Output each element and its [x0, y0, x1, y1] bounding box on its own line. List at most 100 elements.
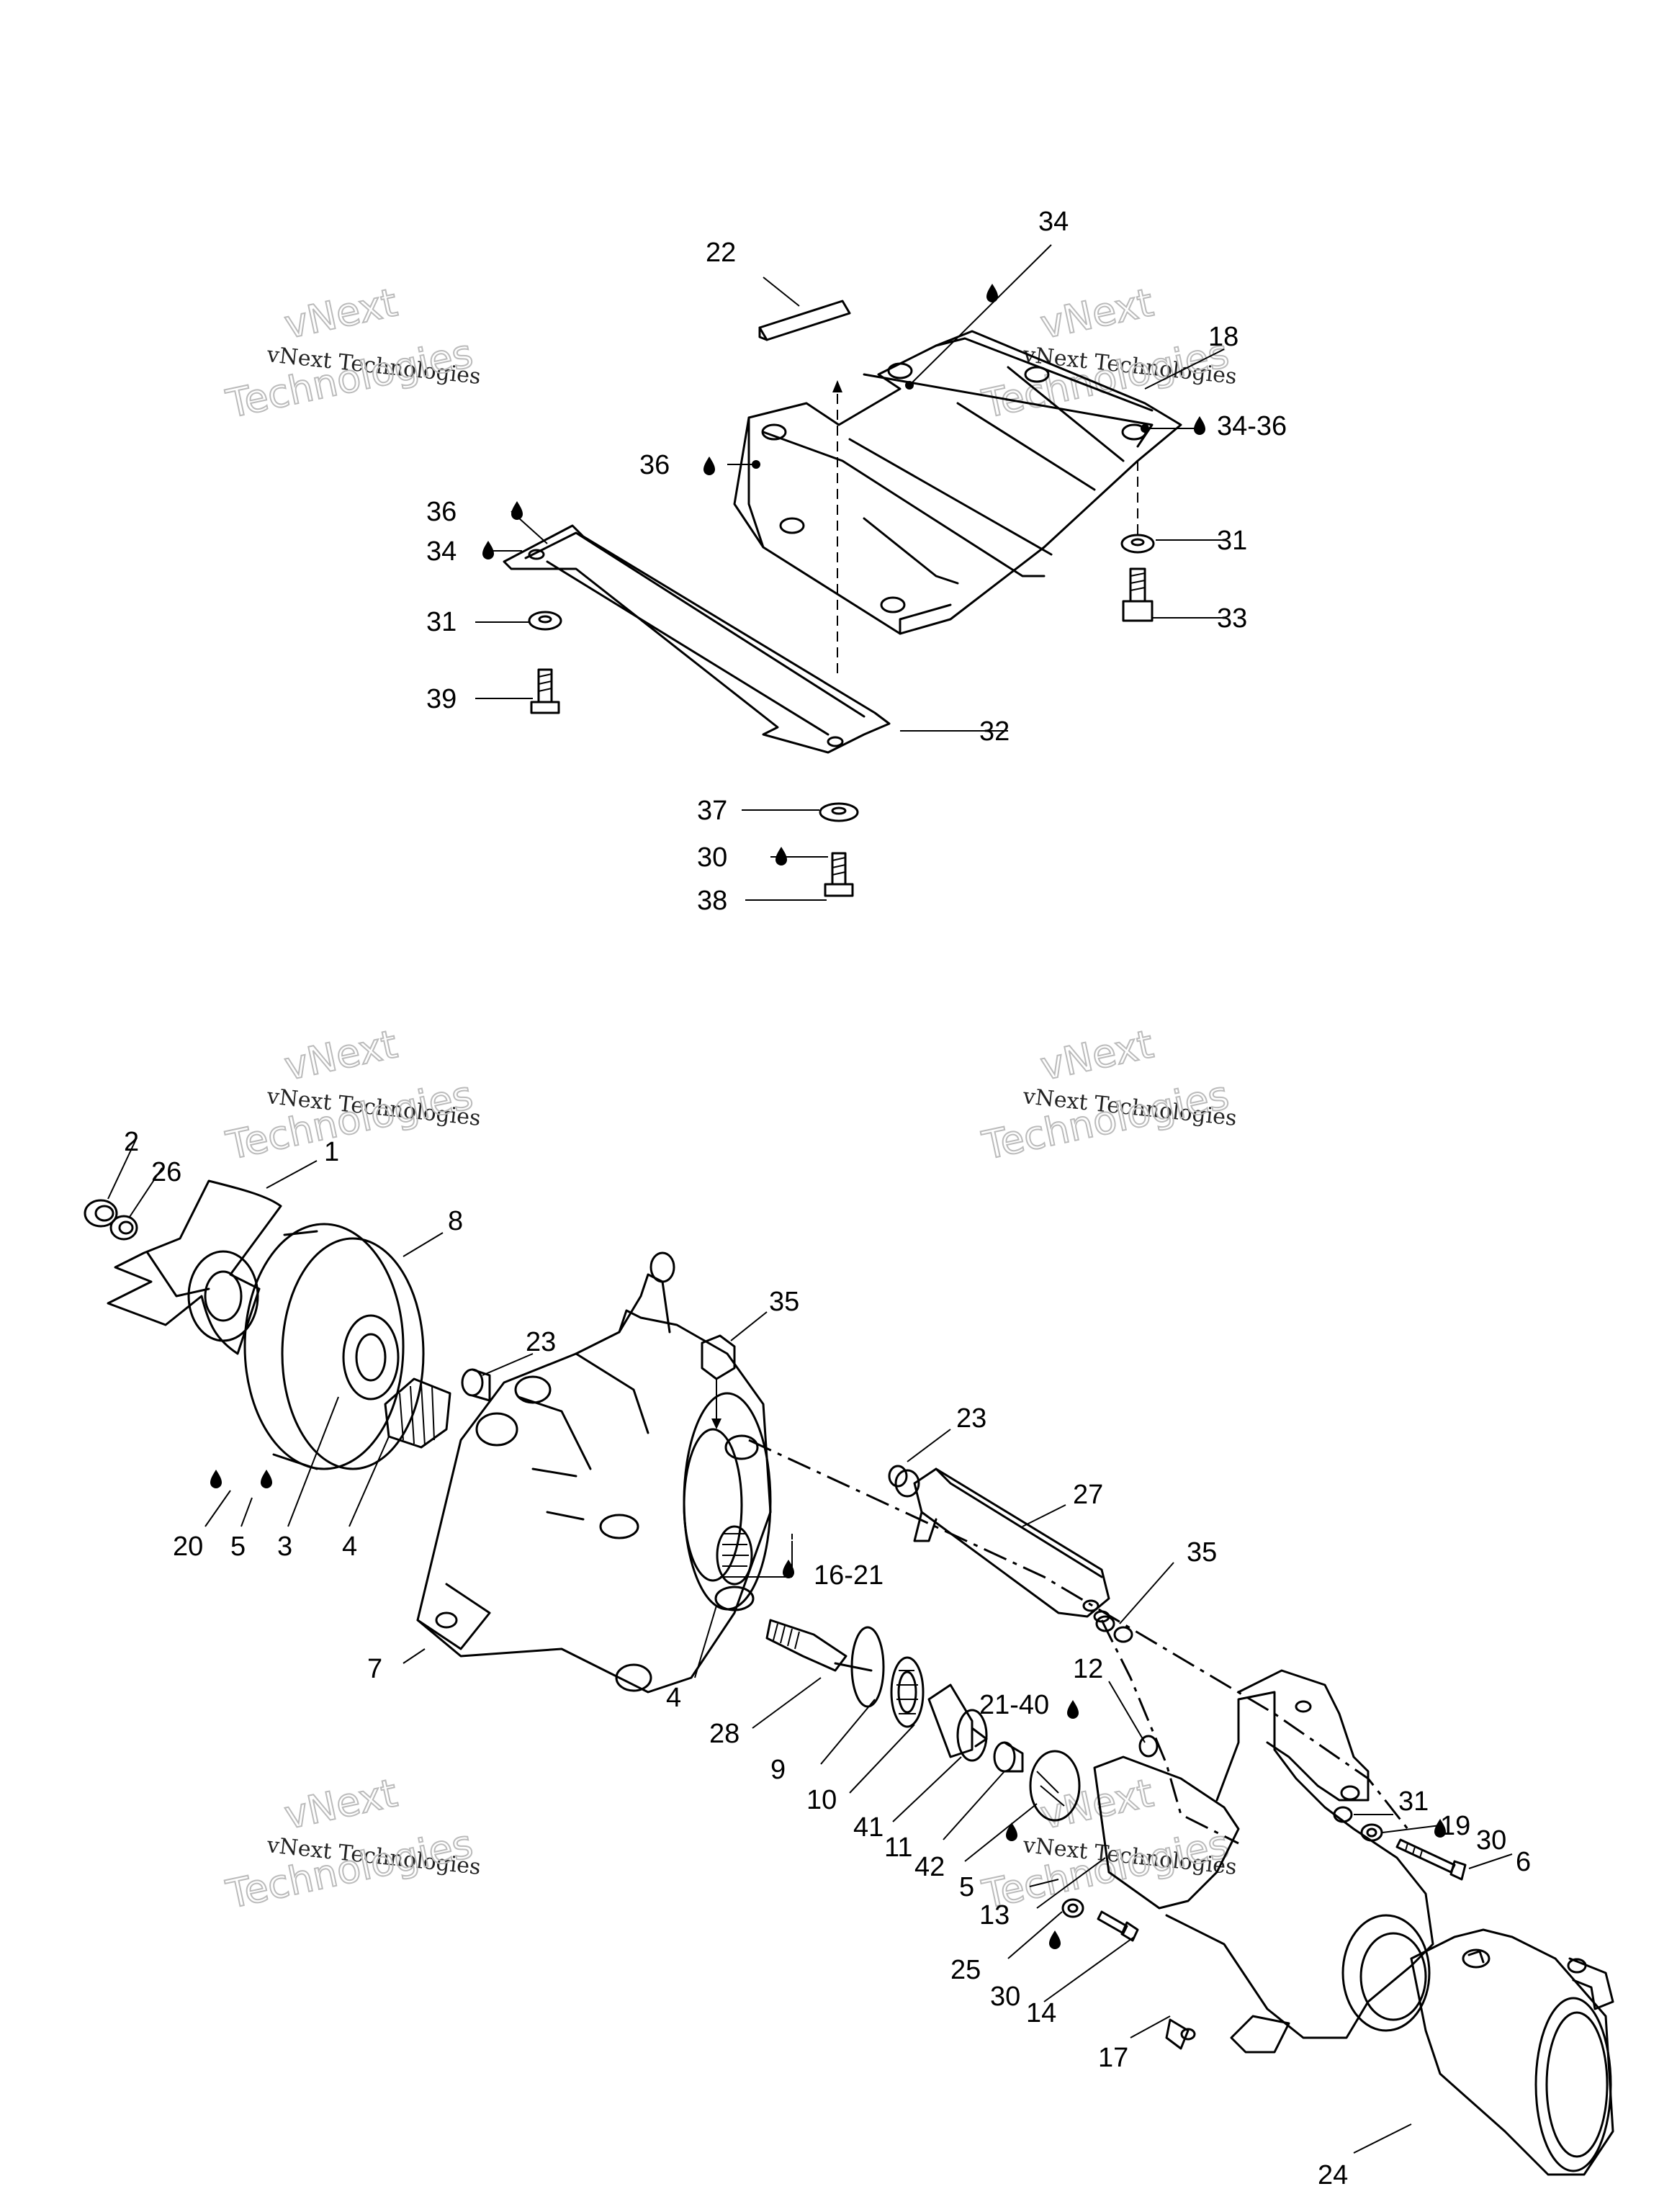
- label-27: 27: [1073, 1480, 1103, 1510]
- label-6: 6: [1516, 1847, 1531, 1877]
- part-22-block: [758, 300, 851, 341]
- bottom-assembly: [84, 1137, 1614, 2176]
- label-31: 31: [1217, 526, 1247, 556]
- part-35-o-rings: [1095, 1615, 1133, 1643]
- label-8: 8: [448, 1206, 463, 1236]
- part-4-bearing-left: [384, 1377, 451, 1449]
- part-11-nut: [993, 1741, 1024, 1773]
- top-leaders: [475, 244, 1225, 901]
- part-10-seal: [890, 1656, 925, 1728]
- label-34: 34: [1038, 207, 1069, 237]
- label-30: 30: [697, 842, 727, 873]
- label-3: 3: [277, 1532, 292, 1562]
- part-2-nut: [84, 1199, 118, 1228]
- part-37-washer: [819, 802, 859, 822]
- label-23b: 23: [956, 1403, 986, 1434]
- watermark-2: vNext vNext Technologies Technologies: [978, 279, 1238, 428]
- watermark-5: vNext vNext Technologies Technologies: [222, 1769, 482, 1918]
- part-4-bearing-center: [716, 1525, 753, 1586]
- part-27-cover: [913, 1467, 1110, 1623]
- part-26-washer: [109, 1215, 138, 1241]
- label-30b: 30: [1476, 1825, 1506, 1856]
- part-31-washer-bottom: [1333, 1806, 1353, 1823]
- top-assembly: [475, 244, 1225, 901]
- part-8-wear-ring: [243, 1223, 425, 1470]
- part-17-bracket: [1237, 1669, 1370, 1802]
- label-5: 5: [230, 1532, 246, 1562]
- label-35b: 35: [1187, 1537, 1217, 1568]
- part-41-cone: [927, 1683, 988, 1762]
- part-23-plug-right: [888, 1465, 920, 1498]
- label-2: 2: [124, 1127, 139, 1157]
- label-4: 4: [342, 1532, 357, 1562]
- part-35-fitting: [701, 1334, 736, 1429]
- part-38-screw: [824, 852, 854, 897]
- watermark-6: vNext vNext Technologies Technologies: [978, 1769, 1238, 1918]
- label-28: 28: [709, 1719, 739, 1749]
- label-34-36: 34-36: [1217, 411, 1287, 441]
- part-31-washer-right: [1120, 534, 1155, 554]
- part-24-nozzle: [1410, 1928, 1614, 2176]
- label-41: 41: [853, 1812, 884, 1843]
- label-39: 39: [426, 684, 457, 714]
- label-36b: 36: [426, 497, 457, 527]
- watermark-3: vNext vNext Technologies Technologies: [222, 1020, 482, 1169]
- label-22: 22: [706, 238, 736, 268]
- part-1-impeller: [107, 1179, 282, 1355]
- label-11: 11: [884, 1833, 912, 1863]
- part-23-plug-left: [461, 1368, 491, 1402]
- part-33-bolt: [1122, 567, 1154, 622]
- label-10: 10: [806, 1785, 837, 1815]
- part-28-shaft: [765, 1619, 848, 1672]
- part-39-screw: [530, 668, 560, 714]
- svg-text:Technologies: Technologies: [979, 331, 1233, 427]
- label-13: 13: [979, 1900, 1010, 1930]
- watermark-4: vNext vNext Technologies Technologies: [978, 1020, 1238, 1169]
- label-31b: 31: [426, 607, 457, 637]
- label-7: 7: [367, 1654, 382, 1684]
- label-14: 14: [1026, 1998, 1056, 2028]
- label-17: 17: [1098, 2043, 1128, 2073]
- label-24: 24: [1318, 2160, 1348, 2190]
- label-23: 23: [526, 1327, 556, 1357]
- label-35: 35: [769, 1287, 799, 1317]
- label-38: 38: [697, 886, 727, 916]
- label-19: 19: [1440, 1811, 1470, 1841]
- label-33: 33: [1217, 603, 1247, 634]
- part-9-disk: [834, 1626, 885, 1708]
- part-19-washer: [1360, 1823, 1383, 1842]
- label-5b: 5: [959, 1872, 974, 1902]
- part-17-venturi: [1093, 1691, 1434, 2054]
- label-30c: 30: [990, 1982, 1020, 2012]
- watermark-1: vNext vNext Technologies Technologies: [222, 279, 482, 428]
- label-31c: 31: [1398, 1786, 1429, 1817]
- part-14-screw: [1097, 1910, 1139, 1942]
- label-42: 42: [914, 1852, 945, 1882]
- label-20: 20: [173, 1532, 203, 1562]
- label-26: 26: [151, 1157, 181, 1187]
- label-18: 18: [1208, 322, 1238, 352]
- part-25-washer: [1061, 1898, 1084, 1918]
- svg-text:vNext: vNext: [281, 279, 401, 347]
- callout-labels-top: 34 22 18 34-36 36 36 34 31 33 31 39 32 3…: [426, 207, 1287, 916]
- label-36: 36: [639, 450, 670, 480]
- part-42-o-ring: [1029, 1750, 1081, 1822]
- bottom-leaders: [107, 1137, 1513, 2154]
- part-32-bracket: [503, 524, 891, 754]
- label-16-21: 16-21: [814, 1560, 884, 1591]
- svg-text:Technologies: Technologies: [222, 331, 477, 427]
- label-9: 9: [770, 1755, 786, 1785]
- svg-text:Technologies: Technologies: [222, 1072, 477, 1169]
- part-12-plug: [1138, 1735, 1159, 1758]
- part-6-bolt: [1395, 1838, 1467, 1881]
- svg-text:vNext: vNext: [1037, 1021, 1157, 1089]
- label-32: 32: [979, 716, 1010, 747]
- part-31-washer-left: [528, 611, 562, 631]
- svg-text:vNext: vNext: [1037, 279, 1157, 347]
- svg-text:Technologies: Technologies: [222, 1821, 477, 1917]
- svg-text:Technologies: Technologies: [979, 1072, 1233, 1169]
- callout-labels-bottom: 2 26 1 8 35 23 23 27 35 20 5 3 4 16-21 7…: [124, 1127, 1531, 2190]
- label-1: 1: [324, 1137, 339, 1167]
